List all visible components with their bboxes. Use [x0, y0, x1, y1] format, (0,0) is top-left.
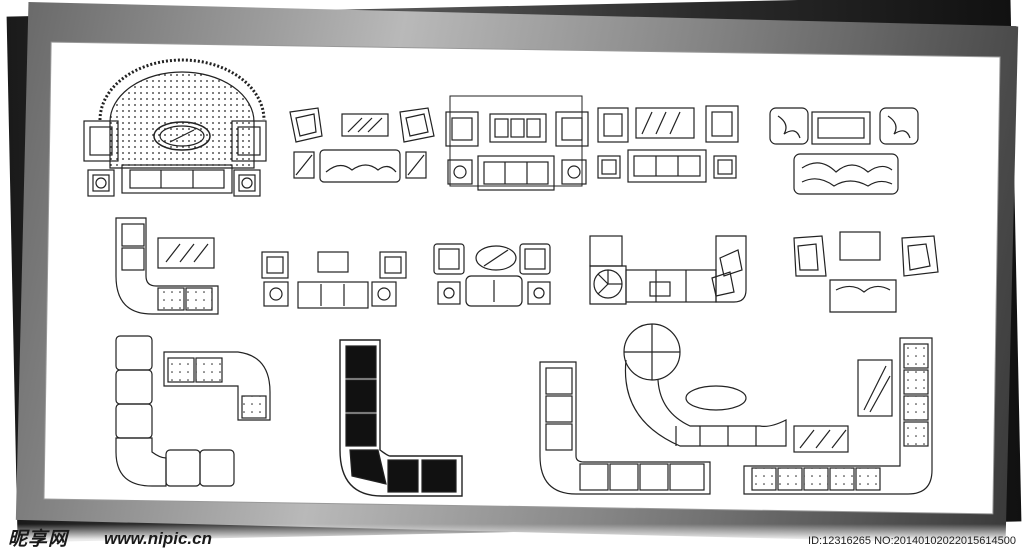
sofa-set-patterned	[769, 107, 919, 195]
sofa-l-corner-dotted	[115, 217, 219, 315]
image-id-label: ID:12316265 NO:20140102022015614500	[808, 535, 1016, 547]
sofa-set-framed	[445, 95, 589, 191]
sofa-l-curved-long	[539, 361, 711, 495]
sofa-set-standard	[597, 105, 739, 183]
sofa-curved-round	[623, 323, 787, 447]
sofa-set-small	[261, 251, 407, 309]
sofa-l-dotted-tables	[743, 337, 933, 495]
watermark-bar	[0, 524, 1024, 558]
sofa-l-sectional-large	[115, 335, 271, 487]
brand-logo: 昵享网	[8, 528, 69, 550]
sofa-set-cushions	[289, 107, 435, 183]
sofa-set-round-rug	[83, 58, 267, 197]
sofa-l-black	[339, 339, 463, 497]
sofa-set-armchairs	[793, 231, 939, 313]
site-url: www.nipic.cn	[104, 529, 212, 548]
sofa-set-oval-table	[433, 243, 551, 307]
sofa-corner-fan	[589, 235, 747, 305]
